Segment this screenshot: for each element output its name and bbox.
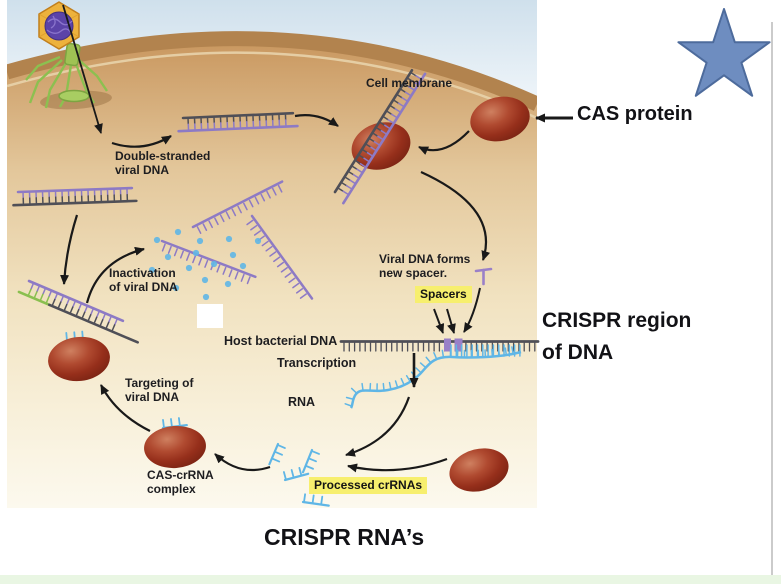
membrane-crossing-dna [333,68,427,205]
degraded-dna-dot [254,237,262,245]
to-viral-dna-arrow [111,135,172,148]
degraded-dna-dot [174,228,182,236]
complex-to-spacer-arrow [420,170,491,261]
degraded-dna-dot [210,260,218,268]
degraded-dna-dot [153,236,161,244]
inactivation-arrow [85,246,145,304]
degraded-dna-dot [202,293,210,301]
degraded-dna-dot [196,237,204,245]
transcription-label: Transcription [277,356,357,370]
cell-membrane-label: Cell membrane [366,76,453,90]
degraded-dna-dot [229,251,237,259]
star-icon [677,8,771,97]
new-spacer-fragment [474,267,493,286]
rna-label: RNA [288,395,316,409]
crispr-rnas-callout: CRISPR RNA’s [264,524,425,550]
degraded-dna-dot [201,276,209,284]
inactivation-label: Inactivation of viral DNA [109,266,178,294]
processing-protein-oval [449,448,509,492]
cell-membrane-arc [7,31,537,111]
phage-baseplate [58,89,90,103]
degraded-dna-dot [148,266,156,274]
targeting-viral-dna-label: Targeting of viral DNA [125,376,194,404]
spacer-insert-arrow [463,287,481,333]
spacer-segment [454,338,463,352]
crrna-to-complex-arrow [214,453,271,472]
cas-protein-callout: CAS protein [577,103,693,125]
host-bacterial-dna [339,338,540,352]
spacers-highlight-label: Spacers [415,286,472,303]
to-membrane-complex-arrow [294,114,339,127]
viral-dna-forms-label: Viral DNA forms new spacer. [379,252,471,280]
degraded-dna-dot [225,235,233,243]
processed-crrna [301,448,320,474]
diagram-elements [12,4,573,507]
viral-dna-cut [17,279,139,344]
spacer-arrow-1 [433,308,445,334]
spacer-segment [444,338,451,352]
cas-protein-oval [470,96,530,142]
complex-to-targeting-arrow [100,384,151,432]
white-patch [197,304,223,328]
targeting-cas-oval [48,336,110,382]
viral-dna-top [177,111,299,133]
cas-crrna-complex-oval [144,425,206,469]
degraded-dna-dot [239,262,247,270]
degraded-dna-dot [224,280,232,288]
rna-transcript [344,344,522,409]
dna-fragment-c [160,239,257,285]
page-right-border [771,22,773,584]
viral-dna-down-arrow [60,214,79,285]
degraded-dna-dot [164,253,172,261]
crispr-region-callout: CRISPR region of DNA [542,309,692,364]
spacer-arrow-2 [446,308,456,334]
rna-to-crrna-arrow [345,396,411,457]
processed-crrna [282,466,310,482]
bottom-bar [0,575,781,584]
degraded-dna-dot [192,249,200,257]
cas-to-complex-arrow [418,130,470,155]
cas-crrna-complex-label: CAS-crRNA complex [147,468,214,496]
processed-crrna [301,493,330,507]
degraded-dna-dot [172,284,180,292]
protein-to-crrna-arrow [347,457,448,473]
dna-fragment-b [246,214,314,300]
phage-injection-arrow [62,4,103,134]
degraded-dna-dot [185,264,193,272]
membrane-cas-oval [351,122,411,170]
processed-crrnas-highlight-label: Processed crRNAs [309,477,428,494]
processed-crrna [268,442,286,466]
host-bacterial-dna-label: Host bacterial DNA [224,334,338,348]
cell-membrane-inner-line [7,51,537,120]
dna-fragment-a [191,180,284,234]
viral-dna-left [12,186,138,207]
double-stranded-viral-dna-label: Double-stranded viral DNA [115,149,211,177]
